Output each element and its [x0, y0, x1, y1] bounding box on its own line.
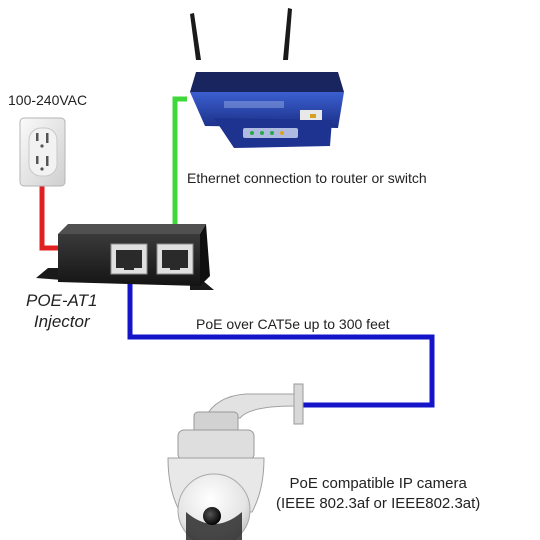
camera-description: PoE compatible IP camera	[289, 475, 467, 492]
ip-dome-camera-icon	[167, 383, 304, 540]
injector-label: POE-AT1 Injector	[26, 290, 97, 332]
camera-label: PoE compatible IP camera (IEEE 802.3af o…	[276, 474, 480, 514]
poe-cable-label: PoE over CAT5e up to 300 feet	[196, 316, 390, 332]
injector-type: Injector	[33, 312, 90, 331]
poe-cable	[127, 262, 435, 408]
poe-injector-icon	[36, 224, 214, 290]
power-input-label: 100-240VAC	[8, 92, 88, 108]
ethernet-connection-label: Ethernet connection to router or switch	[187, 170, 427, 186]
wall-outlet-icon	[19, 117, 66, 187]
injector-model: POE-AT1	[26, 291, 98, 310]
wireless-router-icon	[190, 8, 344, 148]
camera-standards: (IEEE 802.3af or IEEE802.3at)	[276, 495, 481, 512]
ethernet-cable	[172, 96, 187, 250]
